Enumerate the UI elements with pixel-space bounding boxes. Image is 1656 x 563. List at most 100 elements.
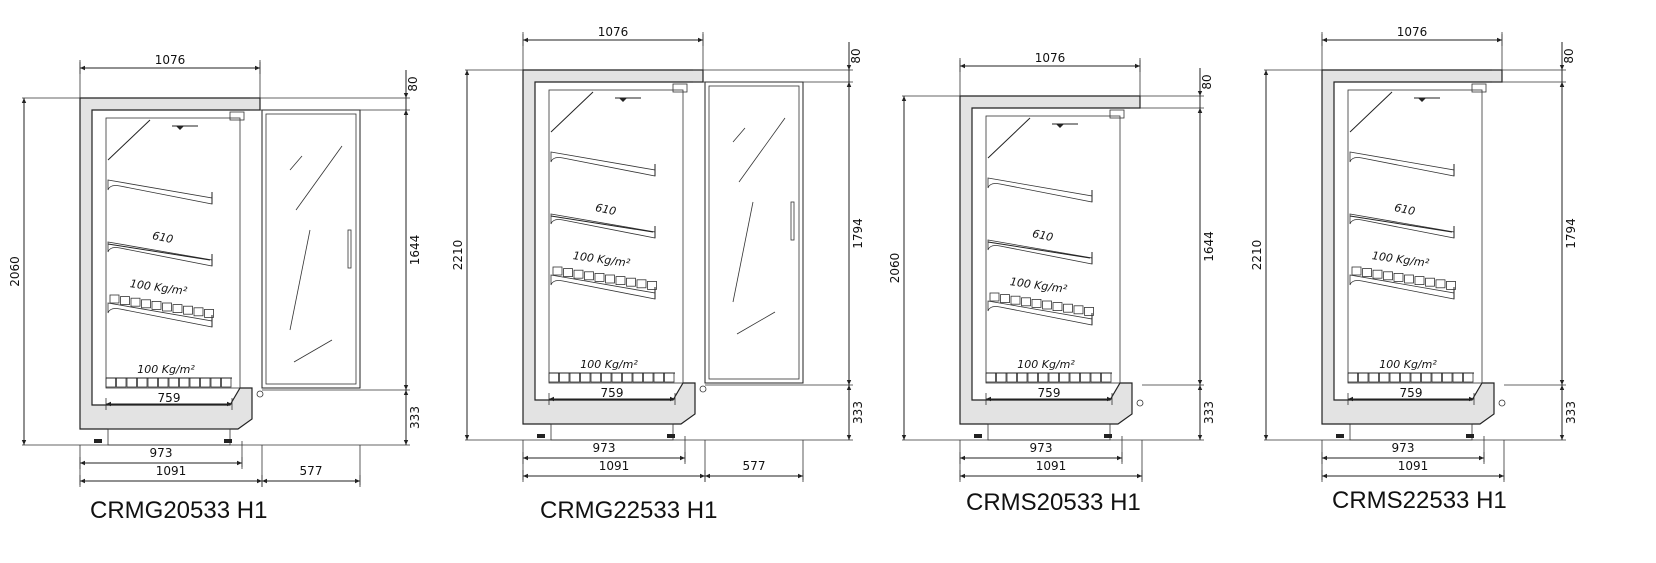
dimension-arrow [523,455,528,461]
crate [204,308,214,318]
shelf-profile [550,151,656,177]
glass-reflection [732,201,754,303]
shelf-profile [550,274,656,300]
dimension-arrow [700,473,705,479]
light-diagonal [1349,91,1393,133]
fixture-mark [176,126,184,130]
dimension-arrow [403,93,409,98]
dimension-arrow [986,396,991,402]
dimension-arrow [403,440,409,445]
crate [601,372,612,383]
dimension-arrow [901,96,907,101]
dimension-arrow [80,65,85,71]
crate [569,372,580,383]
inner-panel [105,117,241,389]
dimension-arrow [846,435,852,440]
dimension-arrow [846,65,852,70]
crates-shelf [109,294,214,318]
crate [1073,305,1084,315]
foot [537,434,545,438]
dim-333-label: 333 [851,401,865,424]
dimension-arrow [1322,455,1327,461]
crate [1059,372,1070,383]
glass-reflection [738,117,786,183]
light-diagonal [107,119,151,161]
shelf-profile [987,177,1093,203]
crate [147,377,158,388]
dim-759-label: 759 [158,391,181,405]
crate [1389,372,1400,383]
crate [1425,277,1435,287]
dimension-arrow [549,396,554,402]
dimension-arrow [960,473,965,479]
shelf-3 [987,300,1093,326]
dimension-arrow [698,37,703,43]
dim-inner-height-label: 1644 [408,235,422,266]
dimension-arrow [1107,396,1112,402]
crate [1383,271,1393,281]
crate [989,292,1000,302]
shelf-depth-line [107,243,211,261]
dimension-arrow [464,70,470,75]
crate [584,271,594,281]
dimension-arrow [1263,435,1269,440]
dim-973-label: 973 [1392,441,1415,455]
dimension-arrow [1197,435,1203,440]
dimension-arrow [1197,385,1203,390]
crate [221,377,232,388]
fixture-mark [619,98,627,102]
crate [1069,372,1080,383]
shelf-1 [550,151,656,177]
foot [224,439,232,443]
dimension-arrow [1348,396,1353,402]
plinth [550,423,674,441]
crate [168,377,179,388]
dimension-arrow [1135,63,1140,69]
dimension-arrow [1559,385,1565,390]
crate [1379,372,1390,383]
dimension-arrow [960,63,965,69]
dimension-arrow [705,473,710,479]
crate [1351,266,1362,276]
crate [653,372,664,383]
dimension-arrow [1559,65,1565,70]
crate [1101,372,1112,383]
dimension-arrow [1559,435,1565,440]
shelf-1 [107,179,213,205]
dim-inner-height-label: 1794 [1564,218,1578,249]
shelf-depth-label: 610 [151,229,174,246]
dimension-arrow [106,401,111,407]
shelf-depth-line [1349,215,1453,233]
crate [552,266,563,276]
shelf-depth-label: 610 [1393,201,1416,218]
crate [1368,372,1379,383]
dim-973-label: 973 [1030,441,1053,455]
shelf-profile [107,241,213,267]
dimension-arrow [80,478,85,484]
shelf-depth-label: 610 [1031,227,1054,244]
plinth [107,428,231,446]
dimension-arrow [257,478,262,484]
glass-reflection [289,229,311,331]
dimension-arrow [255,65,260,71]
crate [116,377,127,388]
shelf-1 [987,177,1093,203]
crate [563,268,573,278]
shelf-3 [1349,274,1455,300]
glass-reflection [736,311,776,335]
foot [1466,434,1474,438]
shelf-depth-label: 610 [594,201,617,218]
dimension-arrow [670,396,675,402]
shelf-profile [107,302,213,328]
dim-1091-label: 1091 [1036,459,1067,473]
crate [189,377,200,388]
crate [151,300,162,310]
dimension-arrow [403,385,409,390]
crate [1393,272,1404,282]
crate [1362,268,1372,278]
dimension-arrow [1197,108,1203,113]
